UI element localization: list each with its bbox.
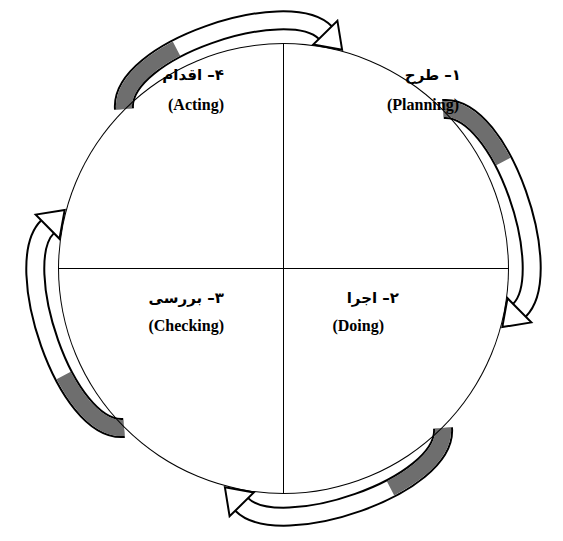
arrow-fill bbox=[35, 227, 124, 428]
cycle-arrow bbox=[443, 109, 532, 310]
cycle-arrow bbox=[242, 428, 443, 517]
stage-title: ۱– طرح bbox=[405, 66, 461, 84]
arrow-head bbox=[36, 210, 65, 239]
arrow-fill bbox=[443, 109, 532, 310]
stage-title: ۲– اجرا bbox=[347, 289, 399, 307]
cycle-arrow bbox=[124, 20, 325, 109]
cycle-quadrant: ۴– اقدام (Acting) bbox=[58, 43, 284, 269]
arrow-head bbox=[225, 487, 254, 516]
cycle-quadrant: ۱– طرح (Planning) bbox=[283, 43, 509, 269]
stage-title: ۴– اقدام bbox=[162, 66, 224, 84]
stage-english: (Acting) bbox=[168, 96, 224, 114]
stage-title: ۳– بررسی bbox=[149, 289, 224, 307]
cycle-quadrant: ۲– اجرا (Doing) bbox=[283, 268, 509, 494]
arrow-shading bbox=[443, 109, 532, 310]
arrow-shading bbox=[35, 227, 124, 428]
stage-english: (Doing) bbox=[332, 317, 384, 335]
arrow-fill bbox=[242, 428, 443, 517]
stage-english: (Checking) bbox=[148, 317, 224, 335]
arrow-shading bbox=[124, 20, 325, 109]
cycle-arrow bbox=[35, 227, 124, 428]
stage-english: (Planning) bbox=[387, 96, 459, 114]
arrow-head bbox=[502, 298, 531, 327]
arrow-shading bbox=[242, 428, 443, 517]
arrow-fill bbox=[124, 20, 325, 109]
cycle-quadrant: ۳– بررسی (Checking) bbox=[58, 268, 284, 494]
arrow-head bbox=[313, 21, 342, 50]
